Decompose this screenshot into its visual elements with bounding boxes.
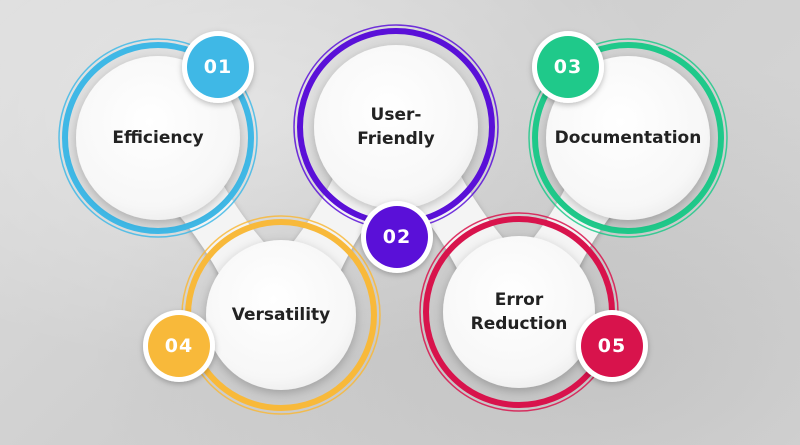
- error-reduction-label: Error Reduction: [470, 290, 568, 334]
- versatility-label: Versatility: [231, 305, 331, 325]
- user-friendly-disc: [314, 45, 478, 209]
- efficiency-label: Efficiency: [112, 128, 204, 148]
- error-reduction-number: 05: [597, 335, 627, 357]
- badges: [143, 31, 648, 382]
- documentation-label: Documentation: [554, 128, 702, 148]
- user-friendly-label: User- Friendly: [357, 105, 435, 149]
- versatility-disc: [206, 240, 356, 390]
- efficiency-number: 01: [203, 56, 233, 78]
- versatility-number: 04: [164, 335, 194, 357]
- documentation-outer-ring: [528, 38, 728, 238]
- user-friendly-number: 02: [382, 226, 412, 248]
- error-reduction-badge: [581, 315, 643, 377]
- documentation-number: 03: [553, 56, 583, 78]
- user-friendly-badge: [366, 206, 428, 268]
- efficiency-badge: [187, 36, 249, 98]
- documentation-badge: [537, 36, 599, 98]
- efficiency-ring: [62, 42, 254, 234]
- efficiency-outer-ring: [58, 38, 258, 238]
- documentation-ring: [532, 42, 724, 234]
- error-reduction-disc: [443, 236, 595, 388]
- versatility-badge: [148, 315, 210, 377]
